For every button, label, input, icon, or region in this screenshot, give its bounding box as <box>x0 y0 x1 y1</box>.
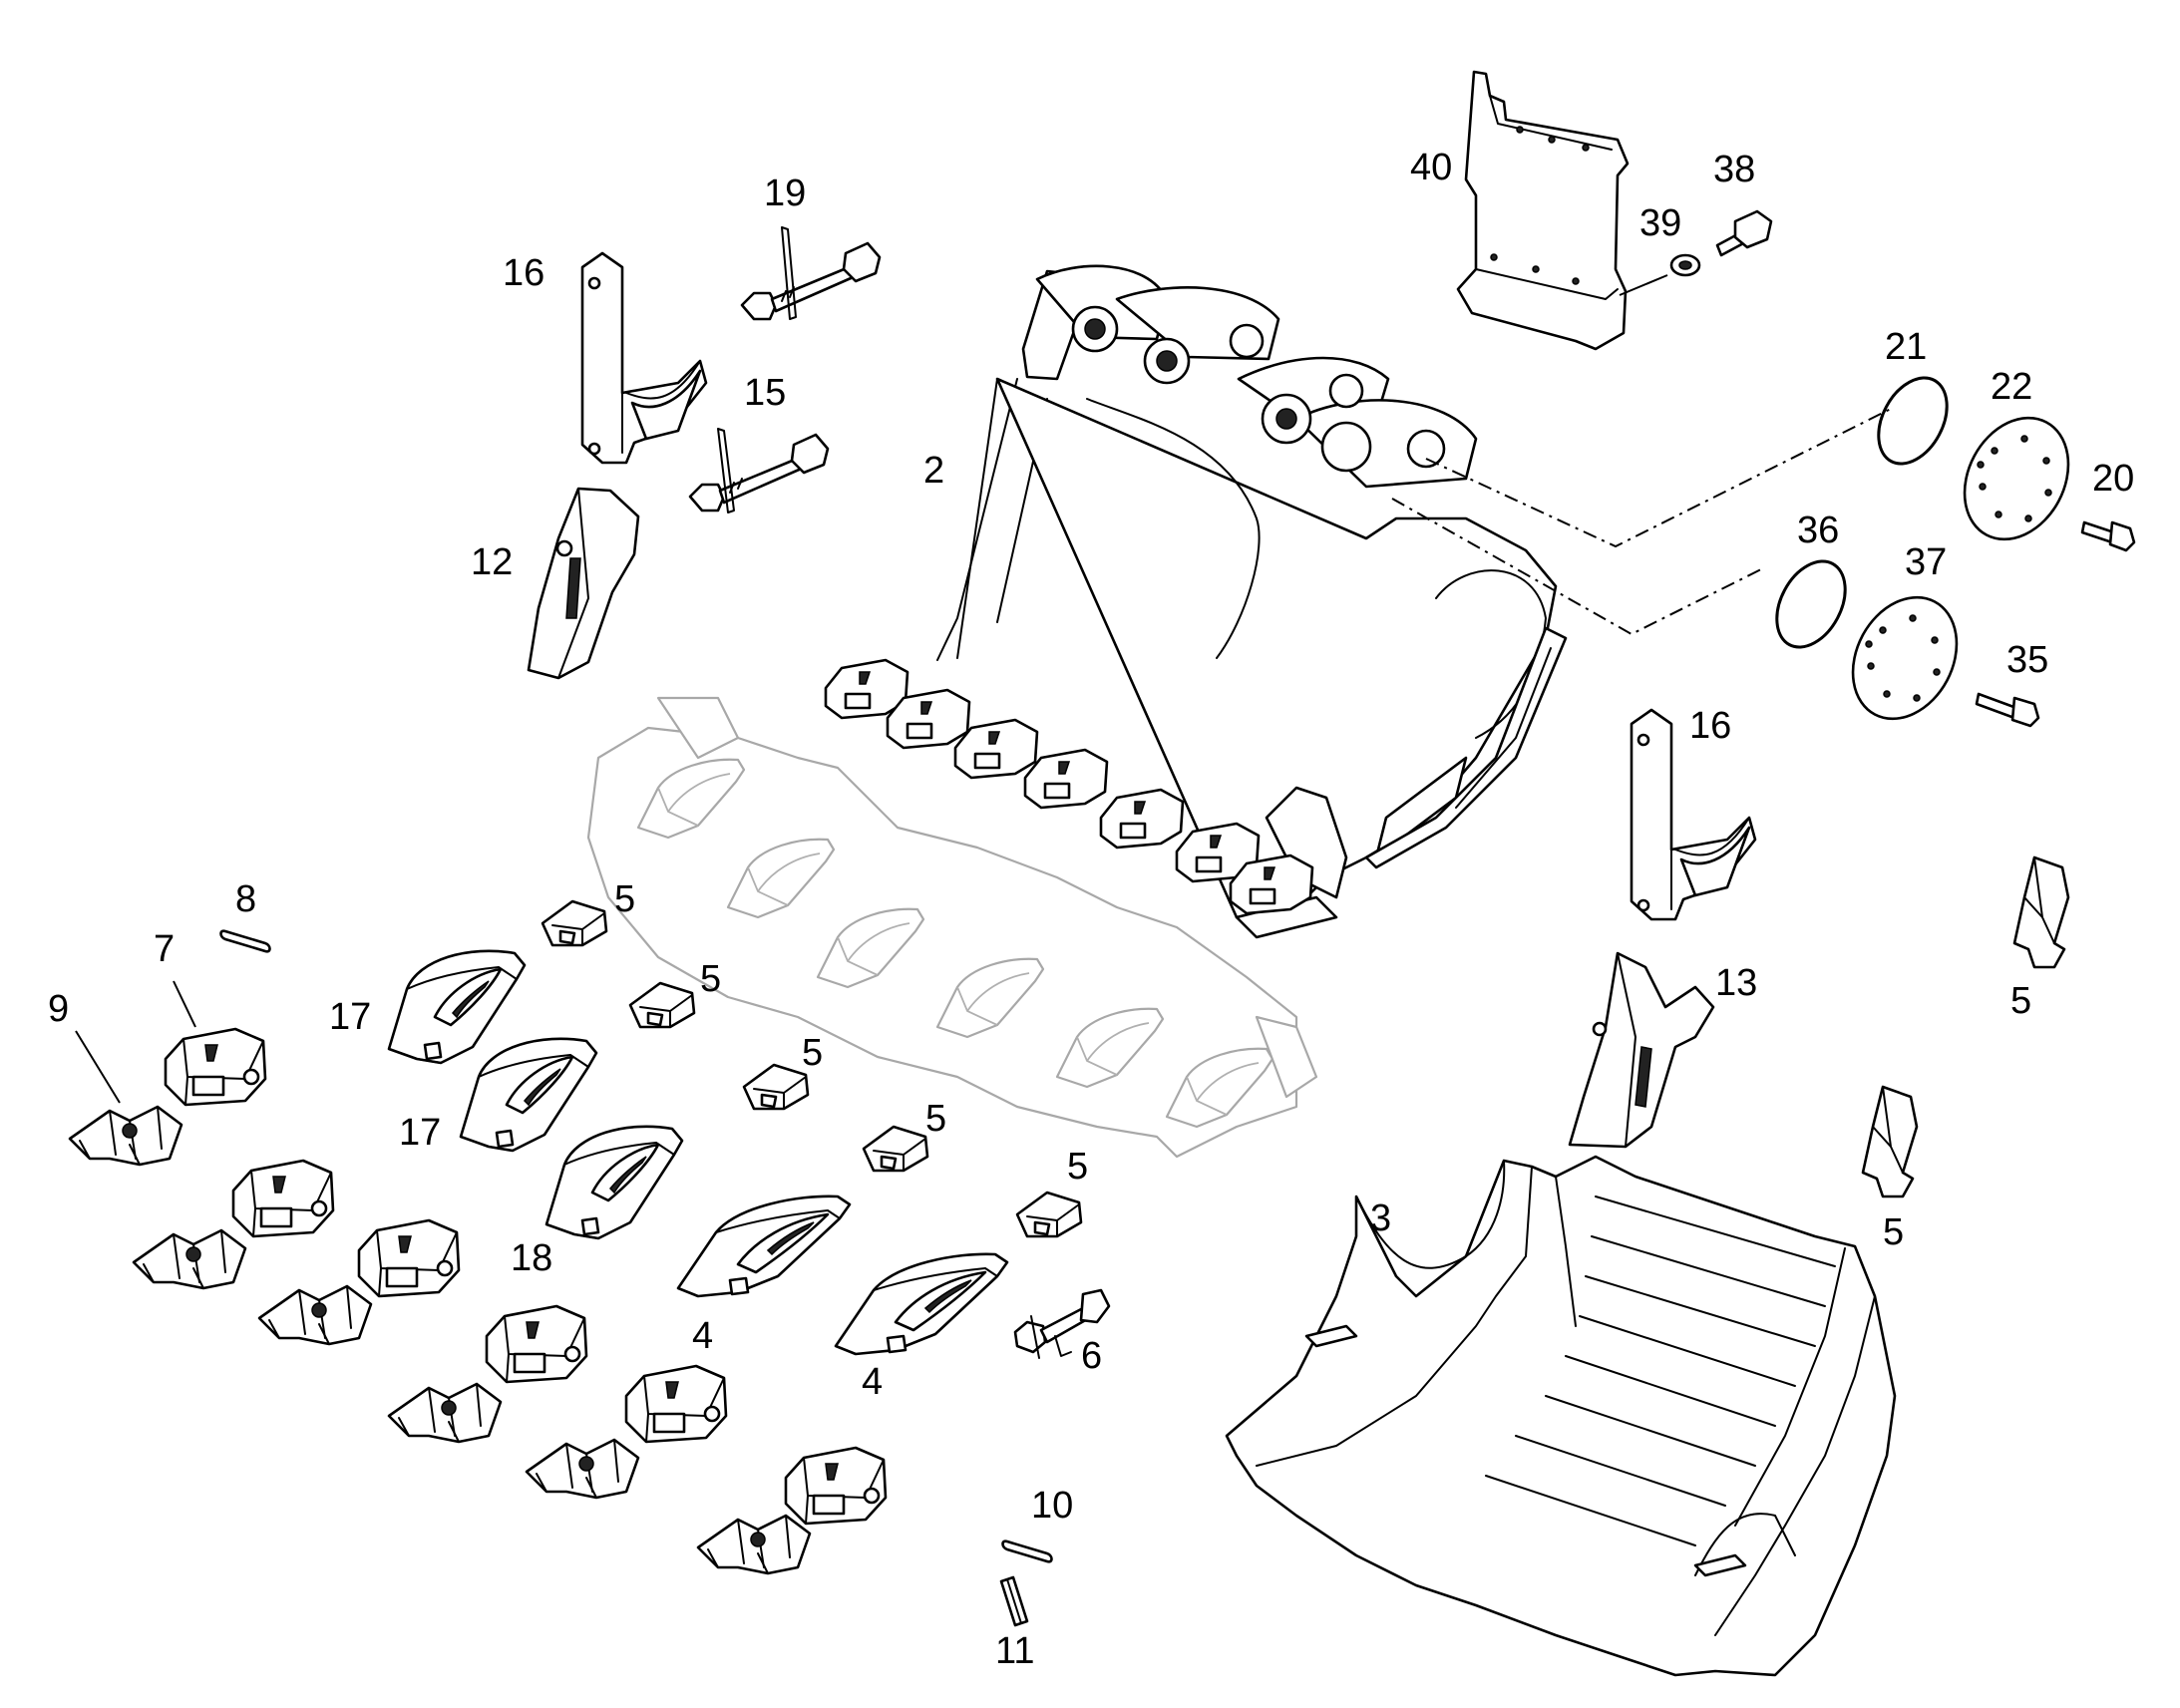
item-5-shroud-2 <box>628 981 696 1029</box>
callout-6: 6 <box>1081 1335 1102 1377</box>
callout-13: 13 <box>1715 962 1757 1004</box>
item-39-washer <box>1669 253 1701 277</box>
dashed-axis-lines <box>1391 408 1892 636</box>
callout-35: 35 <box>2006 639 2048 681</box>
callout-39: 39 <box>1639 202 1681 244</box>
item-5-shroud-4 <box>862 1125 929 1173</box>
callout-5b: 5 <box>700 958 721 1000</box>
item-21-o-ring <box>1877 376 1949 466</box>
callout-4b: 4 <box>862 1361 883 1403</box>
item-9-wedge-5 <box>525 1438 640 1500</box>
callout-5g: 5 <box>1883 1211 1904 1253</box>
item-15-bolt <box>688 428 830 513</box>
callout-22: 22 <box>1991 366 2032 408</box>
item-4-tooth-2 <box>834 1252 1009 1356</box>
callout-37: 37 <box>1905 541 1947 583</box>
leader-40 <box>1619 274 1668 296</box>
callout-7: 7 <box>154 928 175 970</box>
item-5-segment-right-upper <box>2012 855 2070 969</box>
item-6-bolt <box>1013 1288 1111 1359</box>
callout-16b: 16 <box>1689 705 1731 747</box>
callout-40: 40 <box>1410 147 1452 188</box>
callout-17b: 17 <box>399 1112 441 1154</box>
item-5-segment-right-lower <box>1861 1085 1919 1198</box>
ghost-cutting-edge <box>586 696 1318 1159</box>
callout-20: 20 <box>2092 458 2134 500</box>
callout-21: 21 <box>1885 326 1927 368</box>
item-5-shroud-3 <box>742 1063 810 1111</box>
item-36-o-ring <box>1775 559 1847 649</box>
item-9-wedge-2 <box>132 1228 247 1290</box>
item-2-bucket <box>936 264 1568 939</box>
item-12-side-segment <box>527 487 640 680</box>
callout-10: 10 <box>1031 1485 1073 1527</box>
callout-9: 9 <box>48 988 69 1030</box>
callout-18: 18 <box>511 1237 552 1279</box>
callout-4a: 4 <box>692 1315 713 1357</box>
item-9-wedge-3 <box>257 1284 373 1346</box>
callout-38: 38 <box>1713 149 1755 190</box>
item-9-wedge-6 <box>696 1514 812 1575</box>
item-16-side-cutter-left <box>580 251 708 465</box>
item-11-retainer <box>999 1575 1029 1627</box>
callout-12: 12 <box>471 541 513 583</box>
callout-19: 19 <box>764 172 806 214</box>
callout-5f: 5 <box>2010 980 2031 1022</box>
callout-5c: 5 <box>802 1032 823 1074</box>
callout-3: 3 <box>1370 1197 1391 1239</box>
item-7-adapter-5 <box>624 1364 728 1444</box>
callout-16a: 16 <box>503 252 545 294</box>
item-7-adapter-2 <box>231 1159 335 1238</box>
callout-11: 11 <box>995 1630 1034 1672</box>
item-7-adapter-4 <box>485 1304 588 1384</box>
item-7-adapter-6 <box>784 1446 888 1526</box>
item-40-cover-plate <box>1456 70 1630 351</box>
item-13-side-segment <box>1568 951 1715 1149</box>
item-22-cover-disc <box>1943 398 2090 559</box>
item-7-adapter-3 <box>357 1218 461 1298</box>
leader-lines <box>75 980 196 1104</box>
callout-17a: 17 <box>329 996 371 1038</box>
item-37-cover-disc <box>1831 577 1979 739</box>
item-8-pin <box>219 929 271 953</box>
item-9-wedge-4 <box>387 1382 503 1444</box>
callout-2: 2 <box>923 450 944 492</box>
item-19-bolt <box>740 226 882 321</box>
item-20-screw <box>2080 520 2136 552</box>
callout-36: 36 <box>1797 510 1839 551</box>
callout-15: 15 <box>744 372 786 414</box>
item-35-screw <box>1975 692 2040 728</box>
callout-5d: 5 <box>925 1098 946 1140</box>
item-17-tooth-2 <box>459 1037 598 1153</box>
callout-labels: 2 3 4 4 5 5 5 5 5 5 5 6 7 8 9 10 11 12 1… <box>48 147 2134 1672</box>
item-5-shroud-5 <box>1015 1191 1083 1238</box>
item-10-pin <box>1001 1539 1053 1563</box>
item-18-tooth <box>545 1125 684 1240</box>
callout-5e: 5 <box>1067 1146 1088 1188</box>
item-38-bolt <box>1715 209 1773 257</box>
item-5-shroud-1 <box>541 899 608 947</box>
callout-8: 8 <box>235 878 256 920</box>
item-4-tooth-1 <box>676 1195 852 1298</box>
item-3-wear-package <box>1225 1155 1897 1677</box>
item-7-adapter-1 <box>164 1027 267 1107</box>
item-9-wedge-1 <box>68 1105 183 1167</box>
item-17-tooth-1 <box>387 949 527 1065</box>
callout-5a: 5 <box>614 878 635 920</box>
